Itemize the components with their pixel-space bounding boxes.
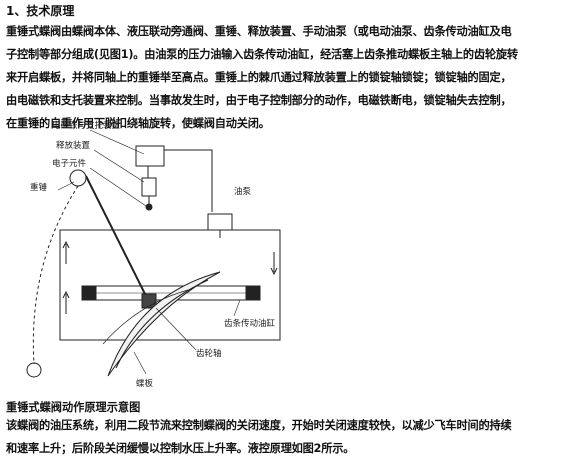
section-heading: 1、技术原理 xyxy=(6,4,75,18)
release-device xyxy=(141,177,157,197)
label-oil-pump: 油泵 xyxy=(234,186,252,197)
butterfly-disc xyxy=(107,271,221,377)
electromagnet-box xyxy=(135,145,165,167)
body-paragraph: 该蝶阀的油压系统，利用二段节流来控制蝶阀的关闭速度，开始时关闭速度较快，以减少飞… xyxy=(6,414,574,460)
intro-line: 在重锤的自重作用下脱扣绕轴旋转，使蝶阀自动关闭。 xyxy=(6,117,270,130)
label-gear-shaft: 齿轮轴 xyxy=(196,348,222,359)
label-hammer: 重锤 xyxy=(30,182,48,193)
intro-paragraph: 重锤式蝶阀由蝶阀本体、液压联动旁通阀、重锤、释放装置、手动油泵（或电动油泵、齿条… xyxy=(6,20,574,135)
body-line: 该蝶阀的油压系统，利用二段节流来控制蝶阀的关闭速度，开始时关闭速度较快，以减少飞… xyxy=(6,419,512,432)
intro-line: 子控制等部分组成(见图1)。由油泵的压力油输入齿条传动油缸，经活塞上齿条推动蝶板… xyxy=(6,48,518,61)
oil-pump xyxy=(207,213,233,231)
label-rack-cylinder: 齿条传动油缸 xyxy=(224,318,276,329)
hammer-weight xyxy=(69,169,87,187)
flow-arrow-up-icon xyxy=(62,290,70,314)
body-line: 和速率上升；后阶段关闭缓慢以控制水压上升率。液控原理如图2所示。 xyxy=(6,442,355,455)
hydraulic-loop xyxy=(59,229,281,341)
hammer-travel-arc xyxy=(32,185,79,365)
intro-line: 重锤式蝶阀由蝶阀本体、液压联动旁通阀、重锤、释放装置、手动油泵（或电动油泵、齿条… xyxy=(6,25,512,38)
label-electromagnet: 电磁铁与支托装置 xyxy=(52,120,121,131)
electronic-element xyxy=(145,203,153,211)
hammer-low-position xyxy=(26,362,42,378)
label-electronic-element: 电子元件 xyxy=(52,158,87,169)
figure-caption: 重锤式蝶阀动作原理示意图 xyxy=(6,401,141,414)
valve-principle-diagram: 电磁铁与支托装置 释放装置 电子元件 重锤 油泵 齿条传动油缸 齿轮轴 蝶板 xyxy=(26,120,281,389)
control-wire xyxy=(164,149,213,212)
label-butterfly-disc: 蝶板 xyxy=(136,378,154,389)
intro-line: 来开启蝶板，并将同轴上的重锤举至高点。重锤上的棘爪通过释放装置上的锁锭轴锁锭；锁… xyxy=(6,71,512,84)
intro-line: 由电磁铁和支托装置来控制。当事故发生时，由于电子控制部分的动作，电磁铁断电，锁锭… xyxy=(6,94,512,107)
flow-arrow-up-icon xyxy=(62,240,70,264)
flow-arrow-down-icon xyxy=(270,252,278,276)
label-release-device: 释放装置 xyxy=(56,140,91,151)
hammer-arm xyxy=(85,175,149,301)
